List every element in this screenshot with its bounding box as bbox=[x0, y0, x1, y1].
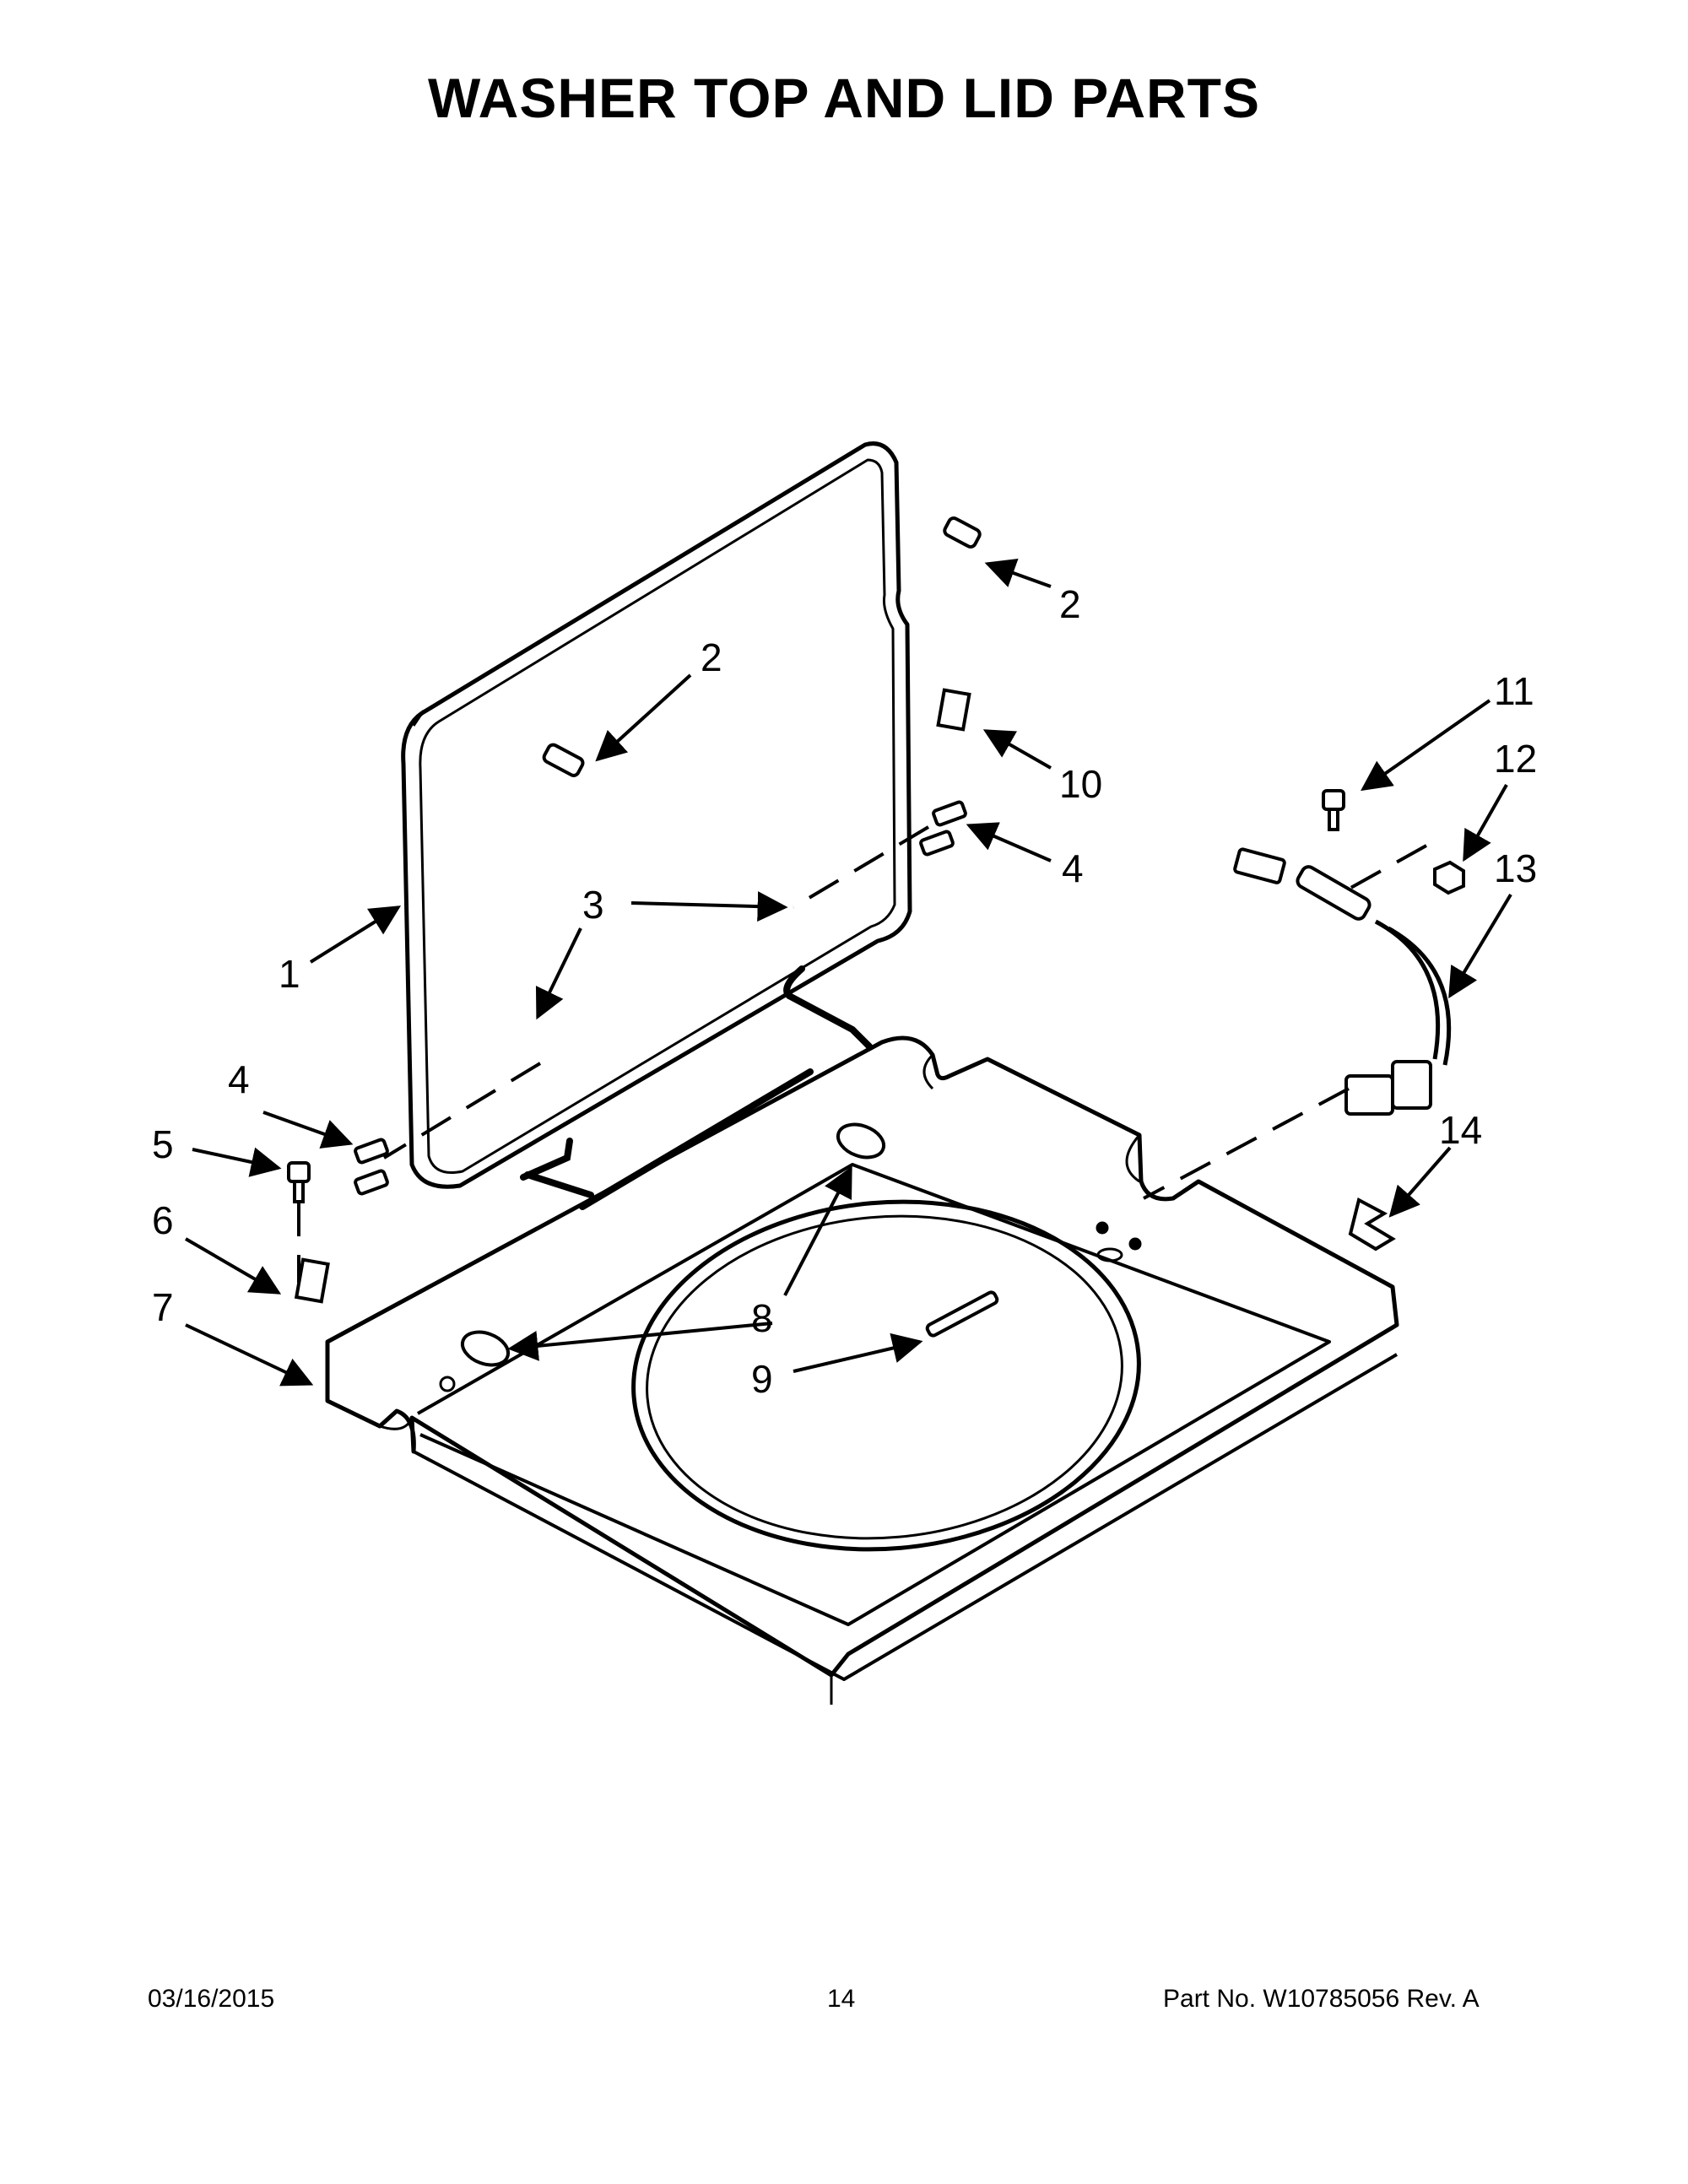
hinge-rods bbox=[520, 965, 873, 1210]
footer-date: 03/16/2015 bbox=[148, 1985, 275, 2013]
callout-10: 10 bbox=[1059, 762, 1102, 806]
footer-part-number: Part No. W10785056 Rev. A bbox=[1163, 1985, 1480, 2013]
callout-3-right: 3 bbox=[582, 883, 604, 927]
alignment-lines bbox=[297, 825, 1427, 1283]
callout-5: 5 bbox=[152, 1122, 174, 1166]
callout-1: 1 bbox=[279, 952, 300, 996]
callout-2-lower: 2 bbox=[701, 635, 722, 679]
washer-top-part bbox=[325, 1035, 1399, 1705]
callout-2-upper: 2 bbox=[1059, 582, 1081, 626]
callout-13: 13 bbox=[1494, 846, 1537, 890]
callout-4-left: 4 bbox=[228, 1057, 250, 1101]
callout-4-right: 4 bbox=[1062, 846, 1084, 890]
hardware-parts bbox=[287, 516, 1465, 1367]
callout-9: 9 bbox=[751, 1357, 773, 1401]
footer-page-number: 14 bbox=[827, 1985, 856, 2013]
callout-14: 14 bbox=[1439, 1108, 1482, 1152]
page-title: WASHER TOP AND LID PARTS bbox=[428, 67, 1260, 129]
callout-8: 8 bbox=[751, 1296, 773, 1340]
lid-part bbox=[401, 441, 912, 1189]
leader-arrows bbox=[184, 559, 1512, 1387]
callout-6: 6 bbox=[152, 1198, 174, 1242]
callout-11: 11 bbox=[1494, 669, 1534, 713]
callout-7: 7 bbox=[152, 1285, 174, 1329]
callout-labels: 1 2 2 3 3 4 4 5 6 7 8 8 9 10 11 12 13 14 bbox=[152, 582, 1537, 1401]
switch-cable bbox=[1374, 919, 1452, 1066]
callout-12: 12 bbox=[1494, 737, 1537, 781]
